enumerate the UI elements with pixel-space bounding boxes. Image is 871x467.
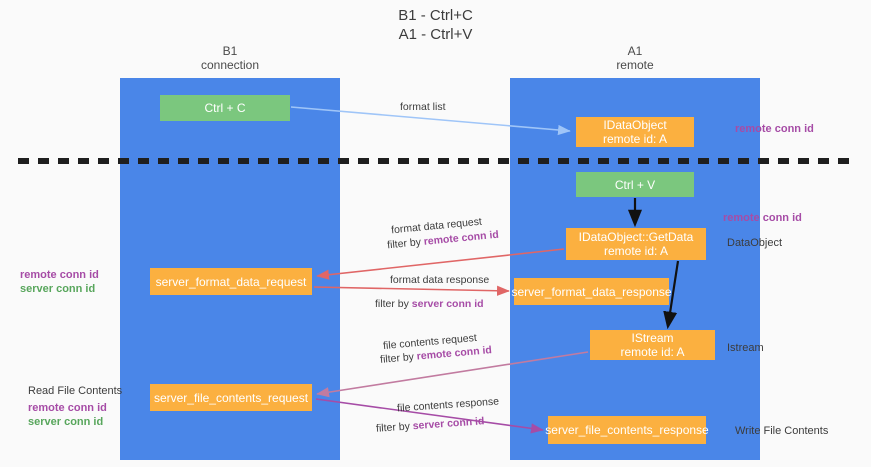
annotation-remote-conn-id-mid: remote conn id <box>723 212 802 224</box>
node-idataobject-label: IDataObject <box>603 118 667 132</box>
node-getdata-label: IDataObject::GetData <box>578 230 694 244</box>
edge-label-format-list: format list <box>400 101 446 113</box>
node-getdata-sublabel: remote id: A <box>603 244 669 258</box>
page-title: B1 - Ctrl+C A1 - Ctrl+V <box>0 6 871 44</box>
edge-label-file-contents-response: file contents response <box>396 395 500 415</box>
filter-prefix: filter by <box>375 420 414 435</box>
annotation-istream: Istream <box>727 342 764 354</box>
node-ctrl-v[interactable]: Ctrl + V <box>576 172 694 197</box>
annotation-conn-ids-upper: remote conn id server conn id <box>20 268 99 296</box>
edge-label-file-contents-response-filter: filter by server conn id <box>376 415 485 436</box>
annotation-remote-conn-id: remote conn id <box>28 402 107 414</box>
annotation-dataobject: DataObject <box>727 237 783 249</box>
filter-prefix: filter by <box>375 298 412 310</box>
title-line-1: B1 - Ctrl+C <box>398 7 473 24</box>
lane-header-b1: B1 connection <box>120 44 340 72</box>
edge-label-format-data-response-filter: filter by server conn id <box>375 298 484 311</box>
node-server-format-data-request[interactable]: server_format_data_request <box>150 268 312 295</box>
edge-format-data-response <box>313 285 510 296</box>
annotation-read-file-contents: Read File Contents <box>28 385 123 397</box>
annotation-remote-conn-id-top: remote conn id <box>735 123 814 135</box>
node-server-format-data-response[interactable]: server_format_data_response <box>511 278 672 305</box>
filter-prefix: filter by <box>386 235 425 252</box>
node-sfcresp-label: server_file_contents_response <box>545 423 709 437</box>
lane-header-b1-name: B1 <box>222 44 238 58</box>
annotation-remote-conn-id: remote conn id <box>20 269 99 281</box>
annotation-conn-ids-lower: remote conn id server conn id <box>28 401 107 429</box>
node-ctrl-c-label: Ctrl + C <box>204 101 246 115</box>
filter-key-server-conn-id: server conn id <box>412 415 485 433</box>
node-istream[interactable]: IStream remote id: A <box>590 330 715 360</box>
node-istream-sublabel: remote id: A <box>620 345 685 359</box>
lane-header-b1-role: connection <box>200 58 260 72</box>
node-ctrl-c[interactable]: Ctrl + C <box>160 95 290 121</box>
node-server-file-contents-request[interactable]: server_file_contents_request <box>150 384 312 411</box>
node-server-file-contents-response[interactable]: server_file_contents_response <box>545 416 709 444</box>
title-line-2: A1 - Ctrl+V <box>398 26 473 43</box>
node-istream-label: IStream <box>631 331 674 345</box>
filter-key-server-conn-id: server conn id <box>411 298 484 310</box>
node-idataobject-sublabel: remote id: A <box>602 132 668 146</box>
node-ctrl-v-label: Ctrl + V <box>614 177 656 192</box>
edge-label-format-data-response: format data response <box>390 274 490 286</box>
node-sfdresp-label: server_format_data_response <box>511 284 672 299</box>
filter-prefix: filter by <box>379 350 418 366</box>
node-sfdreq-label: server_format_data_request <box>155 274 307 289</box>
lane-header-a1: A1 remote <box>510 44 760 72</box>
node-idataobject[interactable]: IDataObject remote id: A <box>576 117 694 147</box>
annotation-server-conn-id: server conn id <box>20 283 96 295</box>
lane-header-a1-name: A1 <box>627 44 643 58</box>
annotation-write-file-contents: Write File Contents <box>735 425 829 437</box>
node-sfcreq-label: server_file_contents_request <box>153 390 309 405</box>
node-idataobject-getdata[interactable]: IDataObject::GetData remote id: A <box>566 228 706 260</box>
lane-header-a1-role: remote <box>616 58 654 72</box>
annotation-server-conn-id: server conn id <box>28 416 104 428</box>
